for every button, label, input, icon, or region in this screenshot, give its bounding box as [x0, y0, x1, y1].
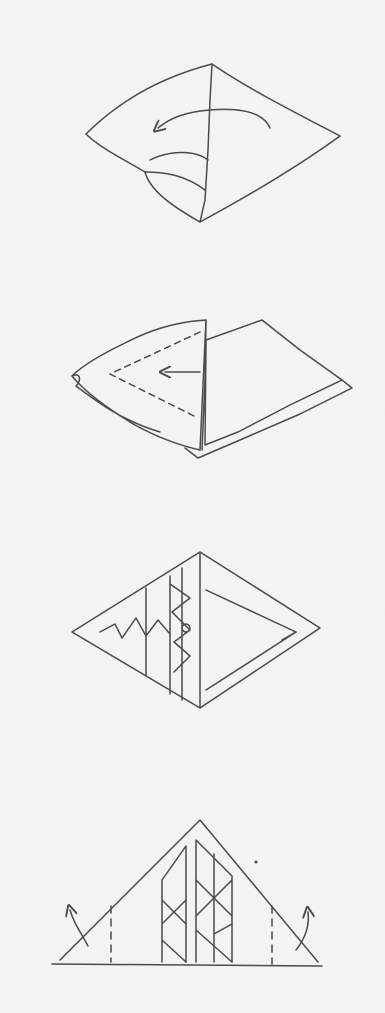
step-4-centre-dot	[255, 861, 258, 864]
